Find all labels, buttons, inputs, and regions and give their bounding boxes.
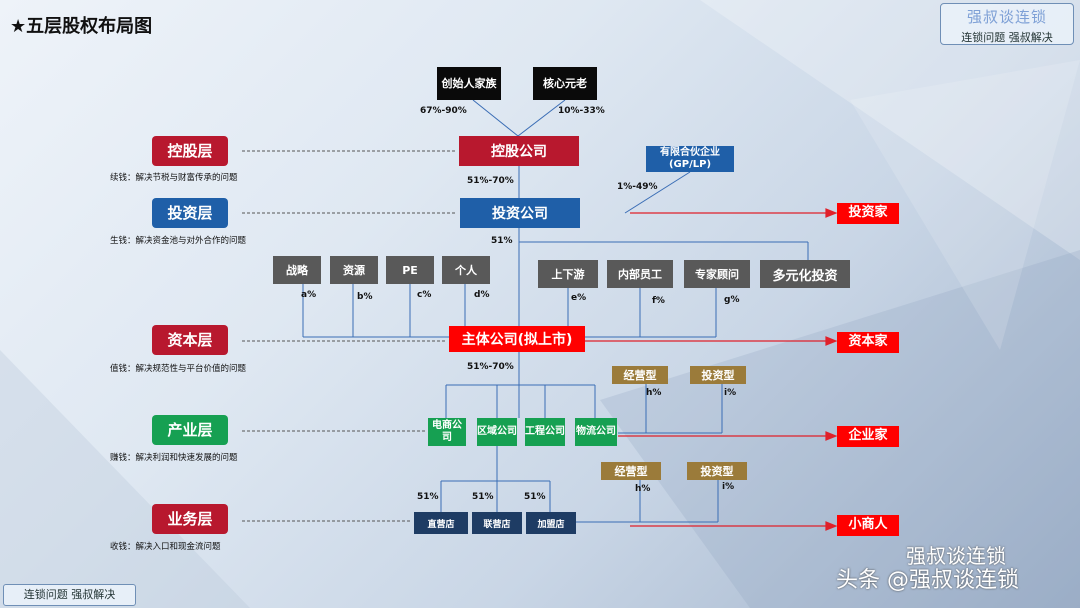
pct-store-franchise: 51% bbox=[524, 492, 546, 502]
business-operating-type: 经营型 bbox=[601, 462, 661, 480]
store-franchise: 加盟店 bbox=[526, 512, 576, 534]
node-diversified: 多元化投资 bbox=[760, 260, 850, 288]
layer-business-desc: 收钱：解决入口和现金流问题 bbox=[110, 542, 221, 552]
company-logistics: 物流公司 bbox=[575, 418, 617, 446]
partner-resource: 资源 bbox=[330, 256, 378, 284]
target-investor: 投资家 bbox=[837, 203, 899, 224]
store-joint: 联营店 bbox=[472, 512, 522, 534]
company-regional: 区域公司 bbox=[477, 418, 517, 446]
target-small-merchant: 小商人 bbox=[837, 515, 899, 536]
node-holding-company: 控股公司 bbox=[459, 136, 579, 166]
watermark-line2: 头条 @强叔谈连锁 bbox=[836, 568, 1019, 593]
layer-investment: 投资层 bbox=[152, 198, 228, 228]
footer-slogan: 连锁问题 强叔解决 bbox=[3, 584, 136, 606]
watermark-line1: 强叔谈连锁 bbox=[906, 544, 1006, 568]
node-investment-company: 投资公司 bbox=[460, 198, 580, 228]
pct-holding: 51%-70% bbox=[467, 176, 514, 186]
pct-store-joint: 51% bbox=[472, 492, 494, 502]
brand-slogan: 连锁问题 强叔解决 bbox=[961, 31, 1053, 44]
partner-individual: 个人 bbox=[442, 256, 490, 284]
target-capitalist: 资本家 bbox=[837, 332, 899, 353]
node-founder-family: 创始人家族 bbox=[437, 67, 501, 100]
partner-strategic: 战略 bbox=[273, 256, 321, 284]
pct-e: e% bbox=[571, 293, 587, 303]
layer-capital: 资本层 bbox=[152, 325, 228, 355]
layer-capital-desc: 值钱：解决规范性与平台价值的问题 bbox=[110, 364, 247, 374]
partner-experts: 专家顾问 bbox=[684, 260, 750, 288]
store-direct: 直营店 bbox=[414, 512, 468, 534]
industry-investment-type: 投资型 bbox=[690, 366, 746, 384]
layer-holding-desc: 续钱：解决节税与财富传承的问题 bbox=[110, 173, 238, 183]
industry-operating-type: 经营型 bbox=[612, 366, 668, 384]
partner-pe: PE bbox=[386, 256, 434, 284]
pct-h-industry: h% bbox=[646, 388, 662, 398]
node-main-company: 主体公司(拟上市) bbox=[449, 326, 585, 352]
pct-core: 10%-33% bbox=[558, 106, 605, 116]
layer-holding: 控股层 bbox=[152, 136, 228, 166]
layer-industry-desc: 赚钱：解决利润和快速发展的问题 bbox=[110, 453, 238, 463]
pct-c: c% bbox=[417, 290, 432, 300]
business-investment-type: 投资型 bbox=[687, 462, 747, 480]
pct-d: d% bbox=[474, 290, 490, 300]
pct-h-business: h% bbox=[635, 484, 651, 494]
pct-b: b% bbox=[357, 292, 373, 302]
company-engineering: 工程公司 bbox=[525, 418, 565, 446]
pct-i-business: i% bbox=[722, 482, 735, 492]
pct-i-industry: i% bbox=[724, 388, 737, 398]
page-title: ★五层股权布局图 bbox=[10, 16, 153, 37]
layer-industry: 产业层 bbox=[152, 415, 228, 445]
pct-investment: 51% bbox=[491, 236, 513, 246]
partner-employees: 内部员工 bbox=[607, 260, 673, 288]
pct-partnership: 1%-49% bbox=[617, 182, 658, 192]
pct-main: 51%-70% bbox=[467, 362, 514, 372]
pct-g: g% bbox=[724, 295, 740, 305]
pct-a: a% bbox=[301, 290, 317, 300]
node-core-veterans: 核心元老 bbox=[533, 67, 597, 100]
pct-f: f% bbox=[652, 296, 665, 306]
company-ecommerce: 电商公司 bbox=[428, 418, 466, 446]
layer-investment-desc: 生钱：解决资金池与对外合作的问题 bbox=[110, 236, 247, 246]
brand-name: 强叔谈连锁 bbox=[966, 8, 1047, 26]
brand-box: 强叔谈连锁 连锁问题 强叔解决 bbox=[940, 3, 1074, 45]
target-entrepreneur: 企业家 bbox=[837, 426, 899, 447]
layer-business: 业务层 bbox=[152, 504, 228, 534]
node-partnership: 有限合伙企业(GP/LP) bbox=[646, 146, 734, 172]
pct-founder: 67%-90% bbox=[420, 106, 467, 116]
pct-store-direct: 51% bbox=[417, 492, 439, 502]
partner-supply-chain: 上下游 bbox=[538, 260, 598, 288]
